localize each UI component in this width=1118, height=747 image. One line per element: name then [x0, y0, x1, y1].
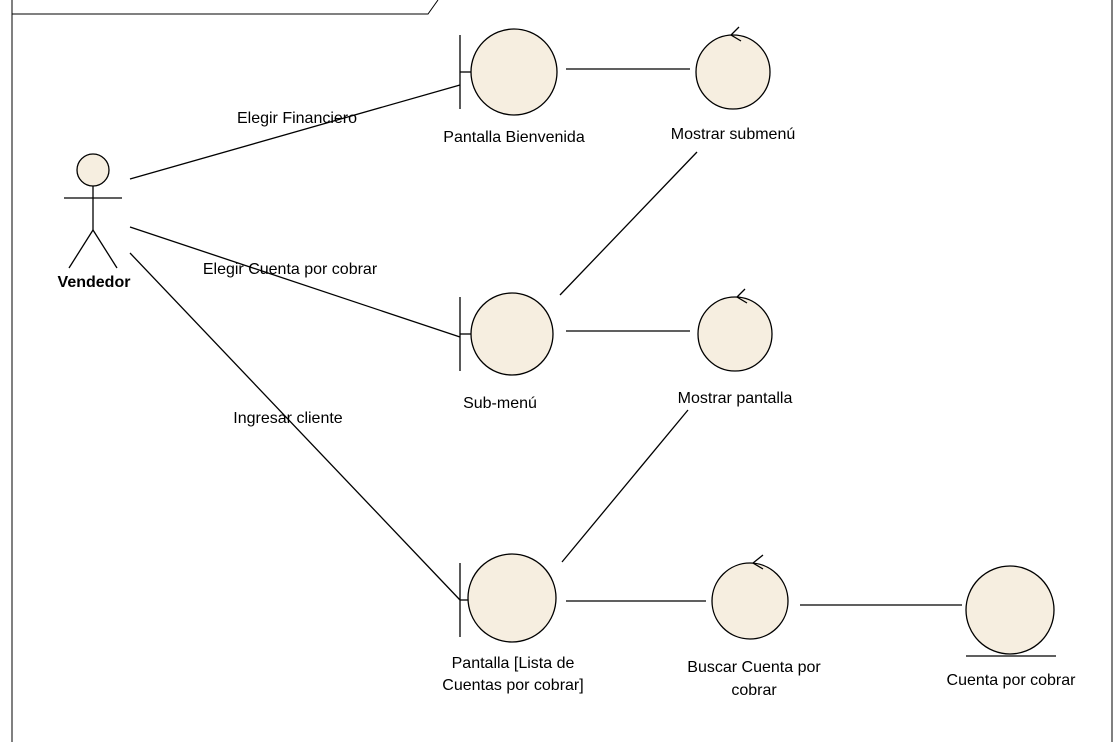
label-mostrar-pantalla: Mostrar pantalla [678, 390, 793, 407]
label-pantalla-lista-line1: Pantalla [Lista de [452, 655, 575, 672]
label-sub-menu: Sub-menú [463, 395, 537, 412]
actor-name: Vendedor [58, 274, 131, 291]
control-mostrar-submenu [695, 26, 771, 110]
actor-head [76, 153, 110, 187]
link-mostrar-pantalla-lista [561, 409, 689, 563]
link-actor-lista [129, 252, 461, 601]
link-actor-bienvenida [129, 84, 461, 180]
connectors [129, 68, 962, 606]
message-elegir-cuenta: Elegir Cuenta por cobrar [203, 261, 378, 278]
boundary-pantalla-lista [459, 553, 557, 643]
label-pantalla-bienvenida: Pantalla Bienvenida [443, 129, 585, 146]
label-pantalla-lista-line2: Cuentas por cobrar] [442, 677, 583, 694]
control-mostrar-pantalla [697, 288, 773, 372]
label-cuenta-por-cobrar: Cuenta por cobrar [947, 672, 1077, 689]
diagram-frame [11, 0, 1113, 742]
link-mostrar-submenu-submenu [559, 151, 698, 296]
entity-cuenta-por-cobrar [965, 565, 1056, 657]
link-actor-submenu [129, 226, 461, 338]
message-elegir-financiero: Elegir Financiero [237, 110, 357, 127]
control-buscar-cuenta [711, 554, 789, 640]
boundary-pantalla-bienvenida [459, 28, 558, 116]
boundary-sub-menu [459, 292, 554, 376]
label-buscar-cuenta-line2: cobrar [731, 682, 777, 699]
label-buscar-cuenta-line1: Buscar Cuenta por [687, 659, 821, 676]
label-mostrar-submenu: Mostrar submenú [671, 126, 796, 143]
actor-vendedor [64, 153, 122, 269]
message-ingresar-cliente: Ingresar cliente [233, 410, 342, 427]
